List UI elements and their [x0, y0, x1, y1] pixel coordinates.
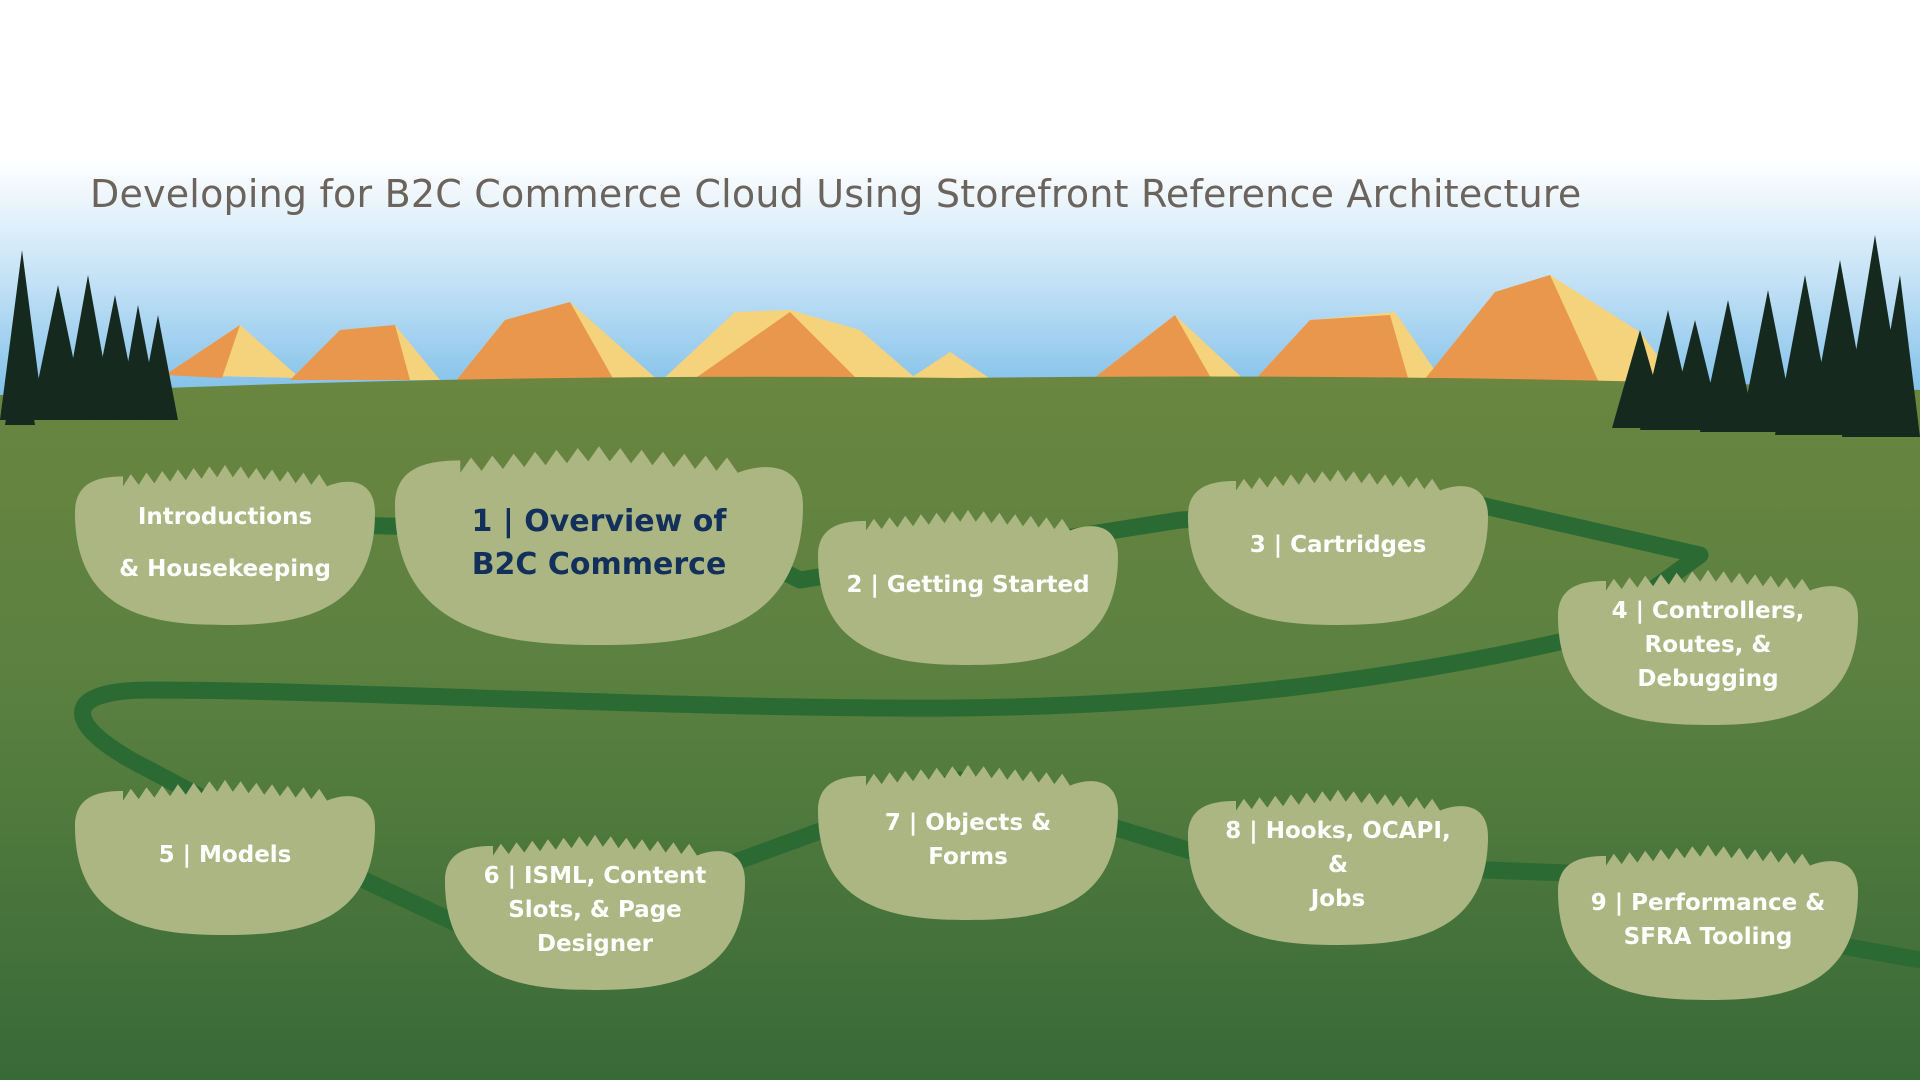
module-9[interactable]: 9 | Performance &SFRA Tooling: [1558, 840, 1858, 1000]
module-3[interactable]: 3 | Cartridges: [1188, 465, 1488, 625]
module-label: 3 | Cartridges: [1249, 532, 1427, 558]
module-bubble-shape: [395, 446, 803, 645]
module-bubble-shape: [1558, 844, 1858, 1000]
module-4[interactable]: 4 | Controllers,Routes, &Debugging: [1558, 565, 1858, 725]
module-bubble-shape: [1188, 469, 1488, 625]
module-label: Introductions& Housekeeping: [119, 503, 331, 582]
module-label: 5 | Models: [158, 842, 292, 868]
module-bubble-shape: [75, 464, 375, 625]
module-label: 8 | Hooks, OCAPI, &Jobs: [1225, 818, 1451, 912]
module-bubble-shape: [818, 764, 1118, 920]
module-bubble-shape: [818, 509, 1118, 665]
module-label: 4 | Controllers,Routes, &Debugging: [1611, 598, 1805, 692]
module-label: 9 | Performance &SFRA Tooling: [1590, 890, 1826, 950]
module-7[interactable]: 7 | Objects & Forms: [818, 760, 1118, 920]
module-intro[interactable]: Introductions& Housekeeping: [75, 460, 375, 625]
module-bubble-shape: [1558, 569, 1858, 725]
module-2[interactable]: 2 | Getting Started: [818, 505, 1118, 665]
module-label: 2 | Getting Started: [846, 572, 1090, 598]
module-bubbles: [75, 446, 1858, 1000]
page-title: Developing for B2C Commerce Cloud Using …: [90, 172, 1582, 216]
tree-cluster-left: [0, 250, 178, 425]
module-bubble-shape: [445, 834, 745, 990]
learning-path: [74, 496, 1920, 969]
module-label: 7 | Objects & Forms: [884, 810, 1052, 870]
module-bubble-shape: [75, 779, 375, 935]
module-bubble-shape: [1188, 789, 1488, 945]
tree-cluster-right: [1612, 235, 1920, 437]
module-5[interactable]: 5 | Models: [75, 775, 375, 935]
mountain-range: [165, 275, 1680, 385]
module-8[interactable]: 8 | Hooks, OCAPI, &Jobs: [1188, 785, 1488, 945]
